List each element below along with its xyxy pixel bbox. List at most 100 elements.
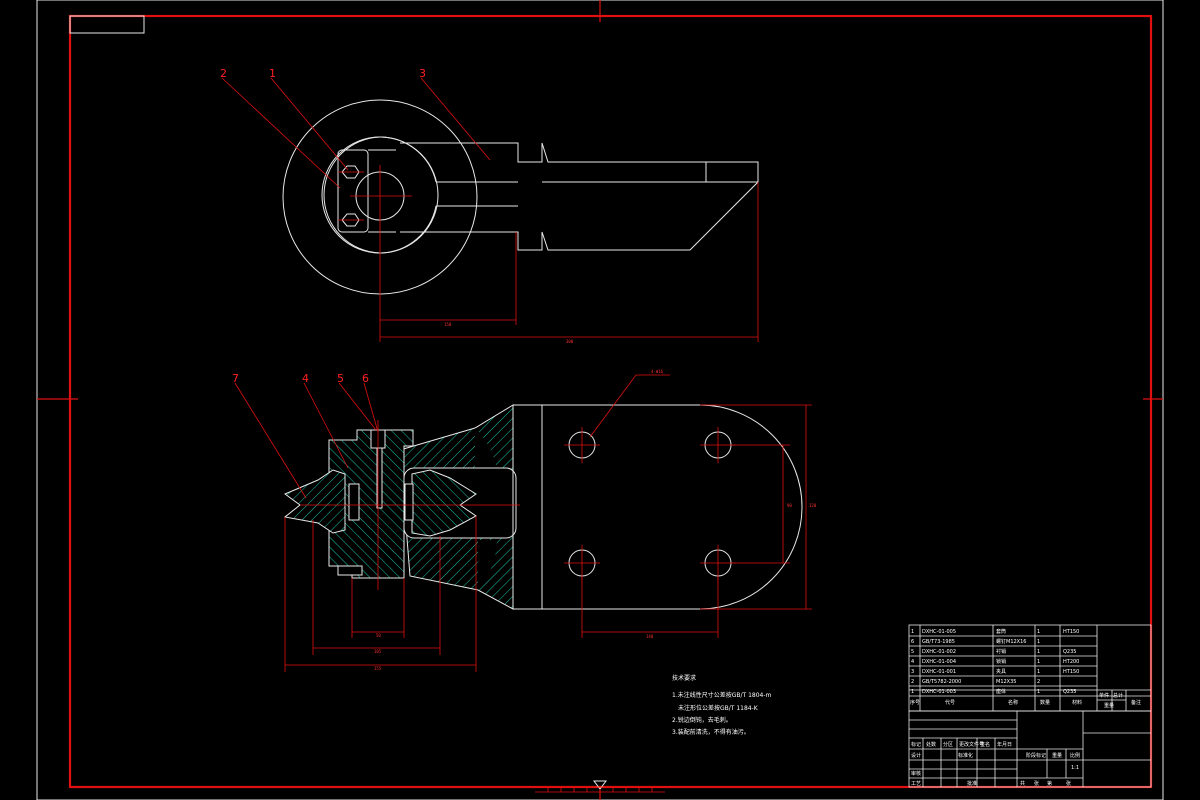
parts-cell-qty: 2: [1037, 679, 1040, 685]
tb-standard: 标准化: [958, 752, 973, 759]
dim-top-short: 150: [444, 322, 452, 327]
parts-cell-qty: 1: [1037, 659, 1040, 665]
tb-stage-mark: 阶段标记: [1026, 752, 1046, 759]
parts-cell-qty: 1: [1037, 649, 1040, 655]
notes-line-1: 1.未注线性尺寸公差按GB/T 1804-m: [672, 691, 772, 699]
parts-cell-mat: HT150: [1063, 669, 1079, 675]
parts-cell-mat: Q235: [1063, 689, 1076, 695]
side-view-dimensions: [581, 374, 812, 638]
parts-cell-qty: 1: [1037, 689, 1040, 695]
tb-sheet-2: 张: [1066, 780, 1071, 787]
parts-cell-code: DXHC-01-002: [922, 649, 956, 655]
parts-cell-code: DXHC-01-001: [922, 669, 956, 675]
side-view: [542, 404, 803, 610]
parts-header-unit-wt: 单件: [1099, 692, 1109, 699]
tb-date: 年月日: [997, 741, 1012, 748]
parts-cell-qty: 1: [1037, 669, 1040, 675]
parts-header-total-wt: 总计: [1113, 692, 1123, 699]
top-view: [282, 99, 759, 295]
top-view-centerlines: [338, 165, 412, 228]
parts-list-grid: [908, 624, 1152, 712]
parts-cell-code: GB/T5782-2000: [922, 679, 961, 685]
notes-line-2: 未注形位公差按GB/T 1184-K: [678, 704, 759, 712]
sheet-frame: [36, 0, 1164, 800]
parts-cell-mat: Q235: [1063, 649, 1076, 655]
notes-title: 技术要求: [672, 674, 696, 682]
tb-zone: 分区: [943, 741, 953, 748]
front-section-view: [283, 404, 517, 610]
parts-cell-name: 衬销: [996, 648, 1006, 655]
dim-side-hole-spacing: 140: [646, 634, 654, 639]
parts-cell-mat: HT150: [1063, 629, 1079, 635]
front-view-outline: [512, 404, 543, 610]
balloon-3-top: 3: [419, 67, 426, 80]
parts-cell-qty: 1: [1037, 629, 1040, 635]
notes-line-3: 2.锐边倒钝，去毛刺。: [672, 716, 732, 724]
parts-cell-code: GB/T73-1985: [922, 639, 955, 645]
dim-front-overall: 155: [374, 666, 382, 671]
front-view-centerlines: [300, 420, 520, 590]
top-view-leaders: [221, 77, 491, 189]
parts-cell-mat: HT200: [1063, 659, 1079, 665]
parts-header-remark: 备注: [1131, 699, 1141, 706]
parts-cell-name: M12X35: [996, 679, 1016, 685]
tb-scale-value: 1:1: [1071, 765, 1079, 771]
parts-cell-qty: 1: [1037, 639, 1040, 645]
parts-header-weight: 重量: [1104, 702, 1114, 709]
parts-cell-no: 2: [911, 679, 914, 685]
front-view-leaders: [234, 382, 379, 499]
tb-weight: 重量: [1052, 752, 1062, 759]
hole-callout: 4-Φ16: [651, 369, 664, 374]
top-view-dimensions: [379, 182, 759, 342]
tb-sheet-total: 共: [1020, 780, 1025, 787]
dim-top-long: 300: [566, 339, 574, 344]
balloon-7: 7: [232, 372, 239, 385]
scale-ruler: [535, 786, 665, 793]
parts-header-qty: 数量: [1040, 699, 1050, 706]
parts-cell-no: 4: [911, 659, 914, 665]
parts-header-code: 代号: [945, 699, 955, 706]
tb-scale: 比例: [1070, 752, 1080, 759]
tb-sign: 签名: [980, 741, 990, 748]
tb-mark: 标记: [911, 741, 921, 748]
parts-cell-name: 座体: [996, 688, 1006, 695]
parts-cell-name: 螺钉M12X16: [996, 638, 1026, 645]
title-block-grid: [908, 710, 1152, 788]
parts-header-mat: 材料: [1072, 699, 1082, 706]
tb-process: 工艺: [911, 781, 921, 787]
tb-review: 审核: [911, 770, 921, 777]
parts-cell-no: 3: [911, 669, 914, 675]
parts-cell-no: 6: [911, 639, 914, 645]
parts-cell-code: DXHC-01-003: [922, 689, 956, 695]
tb-count: 处数: [926, 741, 936, 748]
parts-header-name: 名称: [1008, 699, 1018, 706]
parts-cell-name: 夹具: [996, 668, 1006, 675]
balloon-1-top: 1: [269, 67, 276, 80]
tb-sheet-no: 第: [1047, 780, 1052, 787]
parts-header-no: 序号: [910, 699, 920, 706]
parts-cell-name: 锁销: [996, 658, 1006, 665]
parts-cell-name: 套筒: [996, 628, 1006, 635]
dim-side-height-outer: 120: [809, 503, 817, 508]
tb-sheet: 张: [1034, 780, 1039, 787]
tb-change-doc: 更改文件号: [959, 741, 984, 748]
dim-front-mid: 105: [374, 649, 382, 654]
parts-cell-code: DXHC-01-005: [922, 629, 956, 635]
balloon-6: 6: [362, 372, 369, 385]
technical-notes: 技术要求 1.未注线性尺寸公差按GB/T 1804-m 未注形位公差按GB/T …: [672, 674, 772, 736]
dim-side-height-inner: 90: [787, 503, 792, 508]
parts-cell-no: 1: [911, 629, 914, 635]
balloon-4: 4: [302, 372, 309, 385]
tb-approve: 批准: [967, 780, 977, 787]
parts-cell-code: DXHC-01-004: [922, 659, 956, 665]
side-view-centerlines: [564, 427, 736, 581]
notes-line-4: 3.装配前清洗，不得有油污。: [672, 728, 750, 736]
dim-front-bore: 50: [376, 633, 381, 638]
front-view-dimensions: [284, 516, 477, 672]
parts-cell-no: 1: [911, 689, 914, 695]
balloon-2-top: 2: [220, 67, 227, 80]
parts-cell-no: 5: [911, 649, 914, 655]
balloon-5: 5: [337, 372, 344, 385]
